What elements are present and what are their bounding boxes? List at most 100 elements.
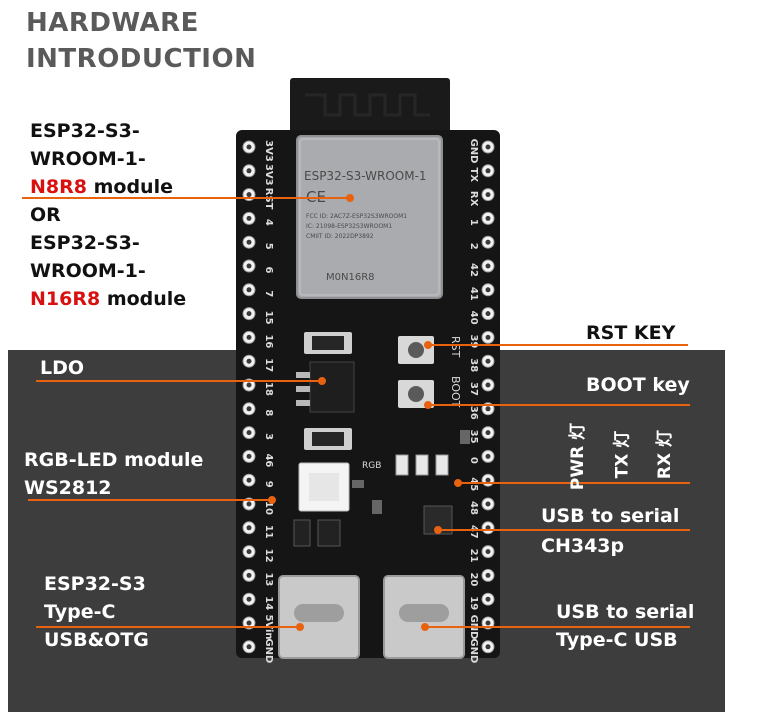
rst-silk-label: RST — [449, 336, 462, 358]
right-pin-hole-14 — [485, 477, 491, 483]
left-pin-label-10: 18 — [263, 382, 274, 396]
left-pin-hole-16 — [246, 525, 252, 531]
ldo-label: LDO — [40, 357, 85, 379]
antenna-trace — [305, 93, 430, 117]
right-pin-hole-8 — [485, 334, 491, 340]
left-pin-label-9: 17 — [263, 358, 274, 372]
boot-silk-label: BOOT — [449, 376, 462, 408]
right-pin-hole-5 — [485, 263, 491, 269]
right-pin-label-16: 47 — [468, 525, 479, 539]
right-pin-label-8: 39 — [468, 334, 479, 348]
tx-led-label: TX 灯 — [612, 430, 633, 479]
ic-id: IC: 21098-ESP32S3WROOM1 — [306, 223, 392, 230]
title-line-2: INTRODUCTION — [26, 44, 257, 74]
left-pin-label-5: 6 — [263, 267, 274, 274]
right-pin-hole-13 — [485, 453, 491, 459]
otg-label-3: USB&OTG — [44, 629, 149, 651]
pwr-led-label: PWR 灯 — [568, 422, 589, 491]
right-pin-hole-11 — [485, 406, 491, 412]
left-pin-label-16: 11 — [263, 525, 274, 539]
right-pin-label-11: 36 — [468, 406, 479, 420]
right-pin-label-4: 2 — [468, 243, 479, 250]
left-pin-hole-9 — [246, 358, 252, 364]
right-pin-label-3: 1 — [468, 219, 479, 226]
left-pin-hole-5 — [246, 263, 252, 269]
cmiit-id: CMIIT ID: 2022DP3892 — [306, 233, 374, 240]
right-pin-hole-17 — [485, 549, 491, 555]
rx-led-label: RX 灯 — [655, 429, 676, 480]
module-label-line-2: WROOM-1- — [30, 148, 146, 170]
right-pin-label-7: 40 — [468, 311, 479, 325]
module-label-line-6: N16R8 module — [30, 287, 186, 311]
left-pin-label-18: 13 — [263, 572, 274, 586]
right-pin-label-19: 19 — [468, 596, 479, 610]
module-label-line-5: WROOM-1- — [30, 260, 146, 282]
right-pin-hole-10 — [485, 382, 491, 388]
right-pin-label-13: 0 — [468, 457, 479, 464]
pwr-led — [395, 454, 409, 476]
module-model: M0N16R8 — [326, 272, 375, 283]
right-pin-hole-0 — [485, 144, 491, 150]
rgb-led-label-2: WS2812 — [24, 477, 112, 499]
variant-n16r8: N16R8 — [30, 288, 101, 310]
right-pin-hole-1 — [485, 168, 491, 174]
otg-label-1: ESP32-S3 — [44, 573, 146, 595]
usb-serial-label-2: CH343p — [541, 535, 625, 557]
right-pin-label-2: RX — [468, 191, 479, 207]
left-pin-hole-15 — [246, 501, 252, 507]
right-pin-hole-3 — [485, 215, 491, 221]
usb-typec-label-2: Type-C USB — [556, 629, 678, 651]
right-pin-hole-12 — [485, 430, 491, 436]
left-pin-label-14: 9 — [263, 481, 274, 488]
otg-label-2: Type-C — [44, 601, 116, 623]
right-pin-label-10: 37 — [468, 382, 479, 396]
right-pin-label-15: 48 — [468, 501, 479, 515]
left-pin-label-13: 46 — [263, 453, 274, 467]
left-pin-label-8: 16 — [263, 334, 274, 348]
left-pin-label-11: 8 — [263, 409, 274, 416]
left-pin-hole-10 — [246, 382, 252, 388]
right-pin-label-12: 35 — [468, 430, 479, 444]
left-pin-label-19: 14 — [263, 596, 274, 610]
right-pin-hole-20 — [485, 620, 491, 626]
left-pin-label-15: 10 — [263, 501, 274, 515]
variant-n8r8: N8R8 — [30, 176, 87, 198]
right-pin-label-1: TX — [468, 168, 479, 183]
left-pin-hole-0 — [246, 144, 252, 150]
module-label-line-3: N8R8 module — [30, 175, 173, 199]
rgb-led-label-1: RGB-LED module — [24, 449, 204, 471]
right-pin-label-21: GND — [468, 638, 479, 663]
right-pin-label-14: 45 — [468, 477, 479, 491]
right-pin-label-9: 38 — [468, 358, 479, 372]
left-pin-label-1: 3V3 — [263, 164, 274, 186]
left-pin-hole-18 — [246, 572, 252, 578]
right-pin-hole-9 — [485, 358, 491, 364]
right-pin-hole-19 — [485, 596, 491, 602]
left-pin-hole-8 — [246, 334, 252, 340]
left-pin-label-4: 5 — [263, 243, 274, 250]
right-pin-label-0: GND — [468, 139, 479, 164]
usb-typec-label-1: USB to serial — [556, 601, 695, 623]
right-pin-hole-4 — [485, 239, 491, 245]
left-pin-hole-11 — [246, 406, 252, 412]
left-pin-label-0: 3V3 — [263, 140, 274, 162]
rgb-silk-label: RGB — [362, 461, 381, 471]
usb-serial-label-1: USB to serial — [541, 505, 680, 527]
left-pin-hole-20 — [246, 620, 252, 626]
left-pin-hole-21 — [246, 644, 252, 650]
fcc-id: FCC ID: 2AC7Z-ESP32S3WROOM1 — [306, 213, 407, 220]
right-pin-hole-15 — [485, 501, 491, 507]
left-pin-hole-14 — [246, 477, 252, 483]
right-margin — [725, 0, 763, 720]
right-pin-hole-2 — [485, 192, 491, 198]
title-line-1: HARDWARE — [26, 8, 199, 38]
module-shield — [296, 135, 443, 299]
tx-led — [415, 454, 429, 476]
right-pin-hole-18 — [485, 572, 491, 578]
right-pin-label-17: 21 — [468, 549, 479, 563]
right-pin-hole-21 — [485, 644, 491, 650]
module-word-1: module — [86, 176, 173, 198]
shield-text: ESP32-S3-WROOM-1 — [304, 169, 427, 183]
